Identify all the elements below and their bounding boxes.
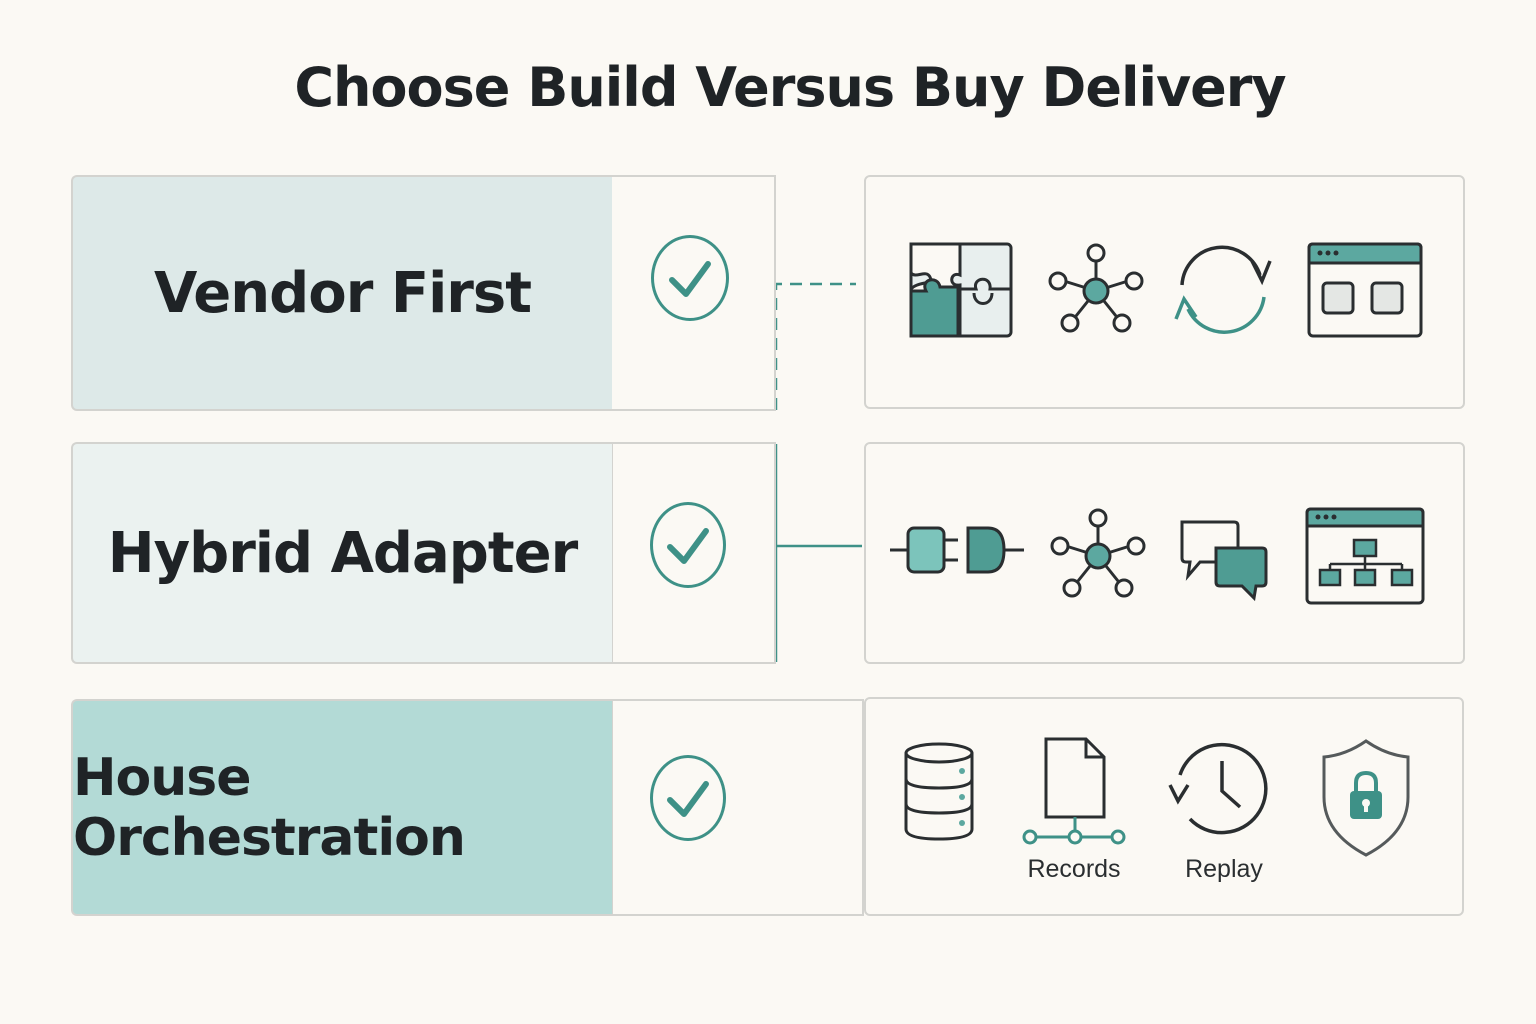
- network-hub-icon: [1048, 243, 1144, 333]
- checkmark-icon: [651, 235, 729, 321]
- option-label: Vendor First: [154, 260, 532, 326]
- database-icon: [904, 742, 974, 841]
- option-hybrid-adapter[interactable]: Hybrid Adapter: [71, 442, 612, 664]
- connector-hybrid-adapter: [774, 444, 862, 662]
- house-orchestration-icon-panel: Records Replay: [864, 697, 1464, 916]
- option-check-cell[interactable]: [612, 175, 776, 411]
- hybrid-adapter-icon-panel: [864, 442, 1465, 664]
- replay-clock-icon: [1168, 742, 1268, 835]
- vendor-first-icon-panel: [864, 175, 1465, 409]
- page-title: Choose Build Versus Buy Delivery: [294, 56, 1286, 119]
- option-check-cell[interactable]: [612, 442, 776, 664]
- puzzle-icon: [909, 242, 1013, 338]
- checkmark-icon: [650, 502, 726, 588]
- plug-adapter-icon: [890, 526, 1024, 574]
- option-check-cell[interactable]: [612, 699, 864, 916]
- chat-bubbles-icon: [1180, 520, 1268, 602]
- connector-vendor-first: [774, 282, 856, 410]
- checkmark-icon: [650, 755, 726, 841]
- option-label: House Orchestration: [73, 747, 466, 868]
- option-house-orchestration[interactable]: House Orchestration: [71, 699, 612, 916]
- records-caption: Records: [1027, 855, 1121, 883]
- app-window-icon: [1307, 242, 1423, 338]
- records-document-icon: [1022, 737, 1126, 845]
- replay-caption: Replay: [1185, 855, 1263, 883]
- sync-icon: [1174, 245, 1272, 334]
- security-shield-icon: [1322, 739, 1410, 857]
- option-label: Hybrid Adapter: [107, 520, 579, 586]
- workflow-window-icon: [1305, 507, 1425, 605]
- option-vendor-first[interactable]: Vendor First: [71, 175, 612, 411]
- network-hub-icon: [1050, 508, 1146, 598]
